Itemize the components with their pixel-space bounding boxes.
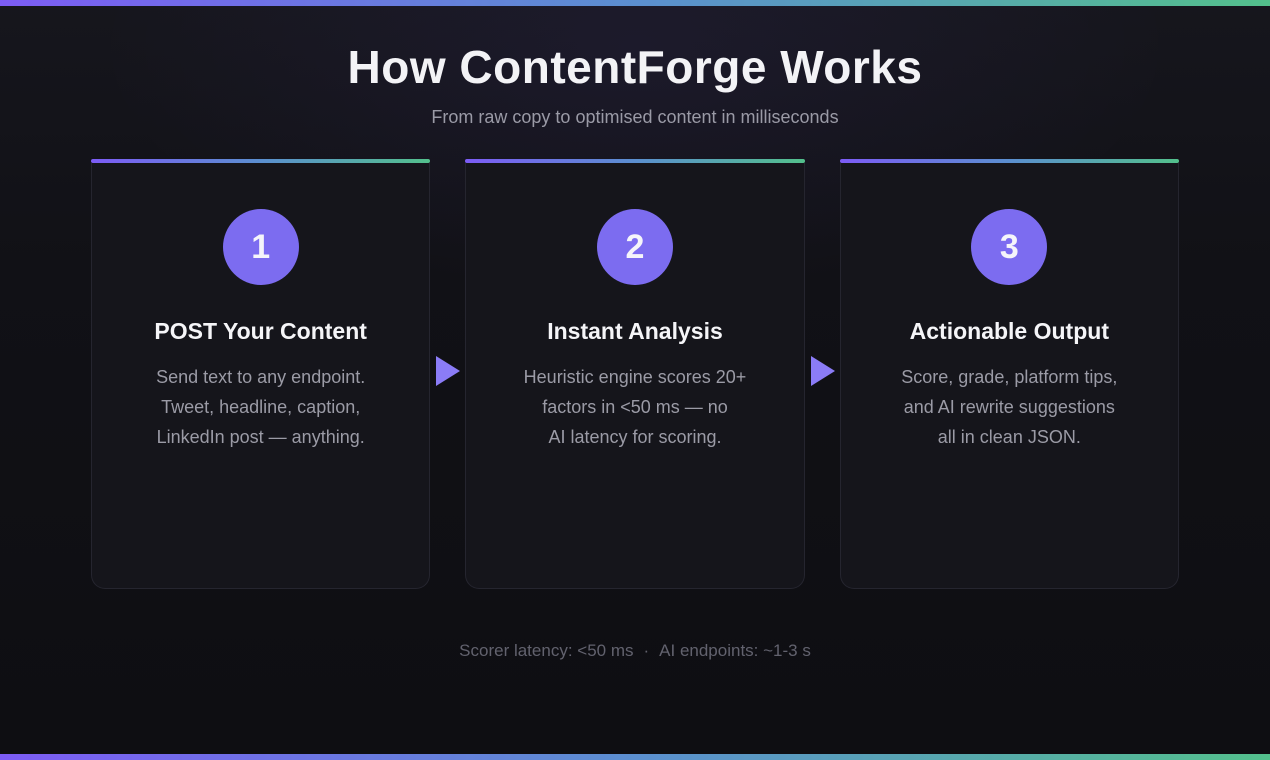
step-number: 2	[625, 227, 645, 266]
step-description-line: all in clean JSON.	[937, 427, 1081, 447]
step-description: Heuristic engine scores 20+ factors in <…	[494, 362, 775, 452]
arrow-right-icon	[810, 356, 835, 386]
step-number: 3	[999, 227, 1019, 266]
top-gradient-bar	[0, 0, 1270, 6]
step-card-3: 3 Actionable Output Score, grade, platfo…	[839, 159, 1179, 589]
step-title: Actionable Output	[909, 318, 1109, 344]
step-card-2: 2 Instant Analysis Heuristic engine scor…	[465, 159, 805, 589]
step-card-body: 3 Actionable Output Score, grade, platfo…	[839, 163, 1179, 589]
page-title: How ContentForge Works	[347, 41, 923, 93]
step-description: Score, grade, platform tips, and AI rewr…	[869, 362, 1150, 452]
step-number-badge: 3	[971, 209, 1048, 285]
step-card-1: 1 POST Your Content Send text to any end…	[91, 159, 431, 589]
step-title: Instant Analysis	[547, 318, 723, 344]
step-description-line: AI latency for scoring.	[548, 427, 722, 447]
step-number: 1	[251, 227, 271, 266]
footer-separator: ·	[643, 641, 650, 660]
bottom-gradient-bar	[0, 754, 1270, 760]
ai-endpoints-latency-text: AI endpoints: ~1-3 s	[659, 641, 811, 660]
step-description-line: Score, grade, platform tips,	[901, 367, 1118, 387]
step-card-body: 2 Instant Analysis Heuristic engine scor…	[465, 163, 805, 589]
card-accent-bar	[839, 159, 1179, 163]
step-description-line: Heuristic engine scores 20+	[523, 367, 747, 387]
latency-footer: Scorer latency: <50 ms · AI endpoints: ~1-…	[0, 641, 1270, 661]
scorer-latency-text: Scorer latency: <50 ms	[459, 641, 634, 660]
step-number-badge: 2	[596, 209, 673, 285]
step-description: Send text to any endpoint. Tweet, headli…	[120, 362, 401, 452]
page-subtitle: From raw copy to optimised content in mi…	[431, 107, 839, 127]
step-description-line: LinkedIn post — anything.	[156, 427, 365, 447]
step-description-line: Tweet, headline, caption,	[161, 397, 361, 417]
step-description-line: and AI rewrite suggestions	[903, 397, 1115, 417]
step-number-badge: 1	[222, 209, 299, 285]
arrow-right-icon	[436, 356, 461, 386]
step-description-line: factors in <50 ms — no	[542, 397, 728, 417]
step-card-body: 1 POST Your Content Send text to any end…	[91, 163, 431, 589]
card-accent-bar	[91, 159, 431, 163]
step-description-line: Send text to any endpoint.	[156, 367, 366, 387]
steps-row: 1 POST Your Content Send text to any end…	[0, 159, 1270, 589]
step-title: POST Your Content	[154, 318, 367, 344]
card-accent-bar	[465, 159, 805, 163]
